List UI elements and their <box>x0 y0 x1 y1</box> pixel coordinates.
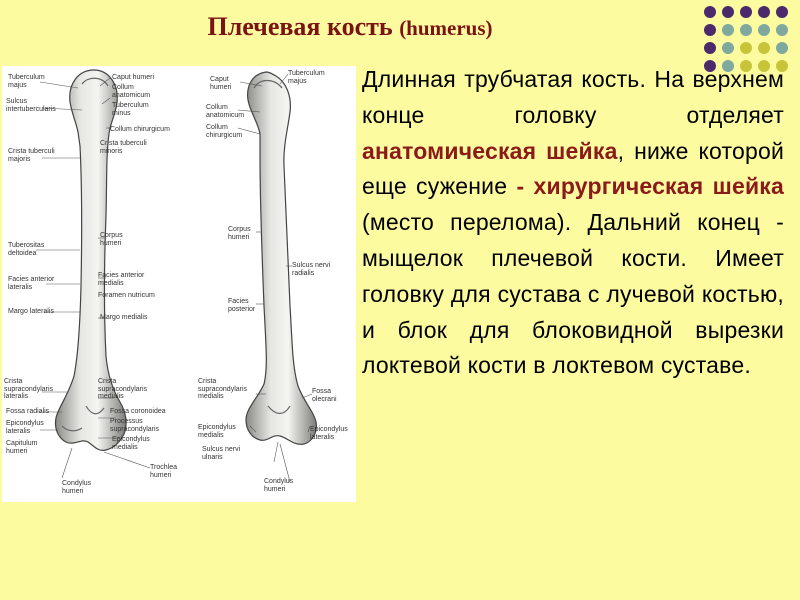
decorative-dot <box>722 24 734 36</box>
decorative-dot <box>740 42 752 54</box>
humerus-anterior-view <box>54 69 127 451</box>
decorative-dot <box>704 6 716 18</box>
decorative-dot <box>776 24 788 36</box>
humerus-bones-svg <box>36 69 317 483</box>
label-sulcus-nervi-radialis: Sulcus nervi radialis <box>292 262 331 277</box>
label-fossa-olecrani: Fossa olecrani <box>312 388 337 403</box>
highlight-anatomical-neck: анатомическая шейка <box>362 137 618 164</box>
label-capitulum-humeri: Capitulum humeri <box>6 440 38 455</box>
label-condylus-humeri-left: Condylus humeri <box>62 480 92 495</box>
description-text: Длинная трубчатая кость. На верхнем конц… <box>362 62 784 384</box>
label-collum-anatomicum: Collum anatomicum <box>112 84 151 99</box>
label-facies-anterior-lateralis: Facies anterior lateralis <box>8 276 55 291</box>
slide-title: Плечевая кость (humerus) <box>0 12 700 42</box>
decorative-dot <box>740 24 752 36</box>
title-main: Плечевая кость <box>207 12 393 41</box>
label-tuberculum-majus: Tuberculum majus <box>8 74 45 89</box>
decorative-dot <box>776 60 788 72</box>
decorative-dot <box>722 60 734 72</box>
leader-lines <box>36 73 313 483</box>
decorative-dot <box>776 6 788 18</box>
title-latin: (humerus) <box>399 16 493 40</box>
label-epicondylus-lateralis-posterior: Epicondylus lateralis <box>310 426 348 441</box>
label-facies-posterior: Facies posterior <box>228 298 256 313</box>
decorative-dot-grid <box>704 6 796 98</box>
decorative-dot <box>740 6 752 18</box>
highlight-surgical-neck: - хирургическая шейка <box>516 173 784 200</box>
humerus-posterior-view <box>245 71 317 445</box>
decorative-dot <box>722 6 734 18</box>
decorative-dot <box>740 60 752 72</box>
decorative-dot <box>704 24 716 36</box>
label-tuberculum-minus: Tuberculum minus <box>112 102 149 117</box>
label-fossa-coronoidea: Fossa coronoidea <box>110 408 166 415</box>
label-epicondylus-medialis: Epicondylus medialis <box>112 436 150 451</box>
label-crista-supracondylaris-lateralis: Crista supracondylaris lateralis <box>4 378 54 400</box>
decorative-dot <box>722 42 734 54</box>
label-facies-anterior-medialis: Facies anterior medialis <box>98 272 145 287</box>
label-tuberositas-deltoidea: Tuberositas deltoidea <box>8 242 45 257</box>
decorative-dot <box>776 42 788 54</box>
label-foramen-nutricum: Foramen nutricum <box>98 292 155 299</box>
label-processus-supracondylaris: Processus supracondylaris <box>110 418 160 433</box>
label-margo-medialis: Margo medialis <box>100 314 148 321</box>
label-corpus-humeri-posterior: Corpus humeri <box>228 226 251 241</box>
decorative-dot <box>704 42 716 54</box>
label-sulcus-intertubercularis: Sulcus intertubercularis <box>6 98 56 113</box>
decorative-dot <box>758 6 770 18</box>
label-collum-chirurgicum: Collum chirurgicum <box>110 126 170 133</box>
label-tuberculum-majus-posterior: Tuberculum majus <box>288 70 325 85</box>
label-caput-humeri-posterior: Caput humeri <box>210 76 232 91</box>
label-crista-tuberculi-minoris: Crista tuberculi minoris <box>100 140 147 155</box>
label-fossa-radialis: Fossa radialis <box>6 408 50 415</box>
label-condylus-humeri-right: Condylus humeri <box>264 478 294 493</box>
label-corpus-humeri: Corpus humeri <box>100 232 123 247</box>
label-margo-lateralis: Margo lateralis <box>8 308 54 315</box>
label-crista-supracondylaris-medialis: Crista supracondylaris medialis <box>98 378 148 400</box>
label-crista-supracondylaris-medialis-posterior: Crista supracondylaris medialis <box>198 378 248 400</box>
decorative-dot <box>704 60 716 72</box>
label-epicondylus-medialis-posterior: Epicondylus medialis <box>198 424 236 439</box>
label-collum-anatomicum-posterior: Collum anatomicum <box>206 104 245 119</box>
label-trochlea-humeri: Trochlea humeri <box>150 464 177 479</box>
decorative-dot <box>758 24 770 36</box>
decorative-dot <box>758 60 770 72</box>
humerus-illustration: Tuberculum majus Sulcus intertuberculari… <box>2 66 356 502</box>
label-crista-tuberculi-majoris: Crista tuberculi majoris <box>8 148 55 163</box>
text-part-1: Длинная трубчатая кость. На верхнем конц… <box>362 66 784 128</box>
label-epicondylus-lateralis: Epicondylus lateralis <box>6 420 44 435</box>
label-sulcus-nervi-ulnaris: Sulcus nervi ulnaris <box>202 446 241 461</box>
label-caput-humeri: Caput humeri <box>112 74 155 81</box>
decorative-dot <box>758 42 770 54</box>
label-collum-chirurgicum-posterior: Collum chirurgicum <box>206 124 243 139</box>
text-part-2: , ниже которой еще сужение <box>362 137 784 200</box>
text-part-3: (место перелома). Дальний конец - мыщело… <box>362 209 784 379</box>
